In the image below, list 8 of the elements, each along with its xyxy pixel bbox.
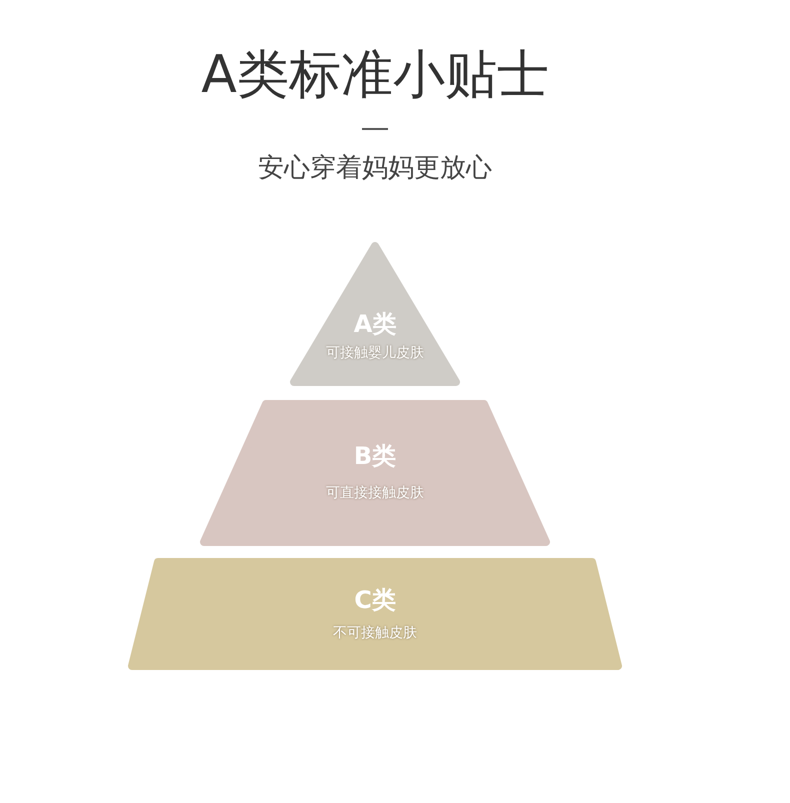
tier-heading: A类 [352,309,398,340]
tier-description: 不可接触皮肤 [332,624,418,642]
title: A类标准小贴士 [200,44,550,107]
tier-heading: B类 [352,441,398,472]
tier-heading: C类 [353,585,397,616]
subtitle: 安心穿着妈妈更放心 [257,152,493,185]
tier-description: 可直接接触皮肤 [325,484,425,502]
tier-description: 可接触婴儿皮肤 [325,344,425,362]
